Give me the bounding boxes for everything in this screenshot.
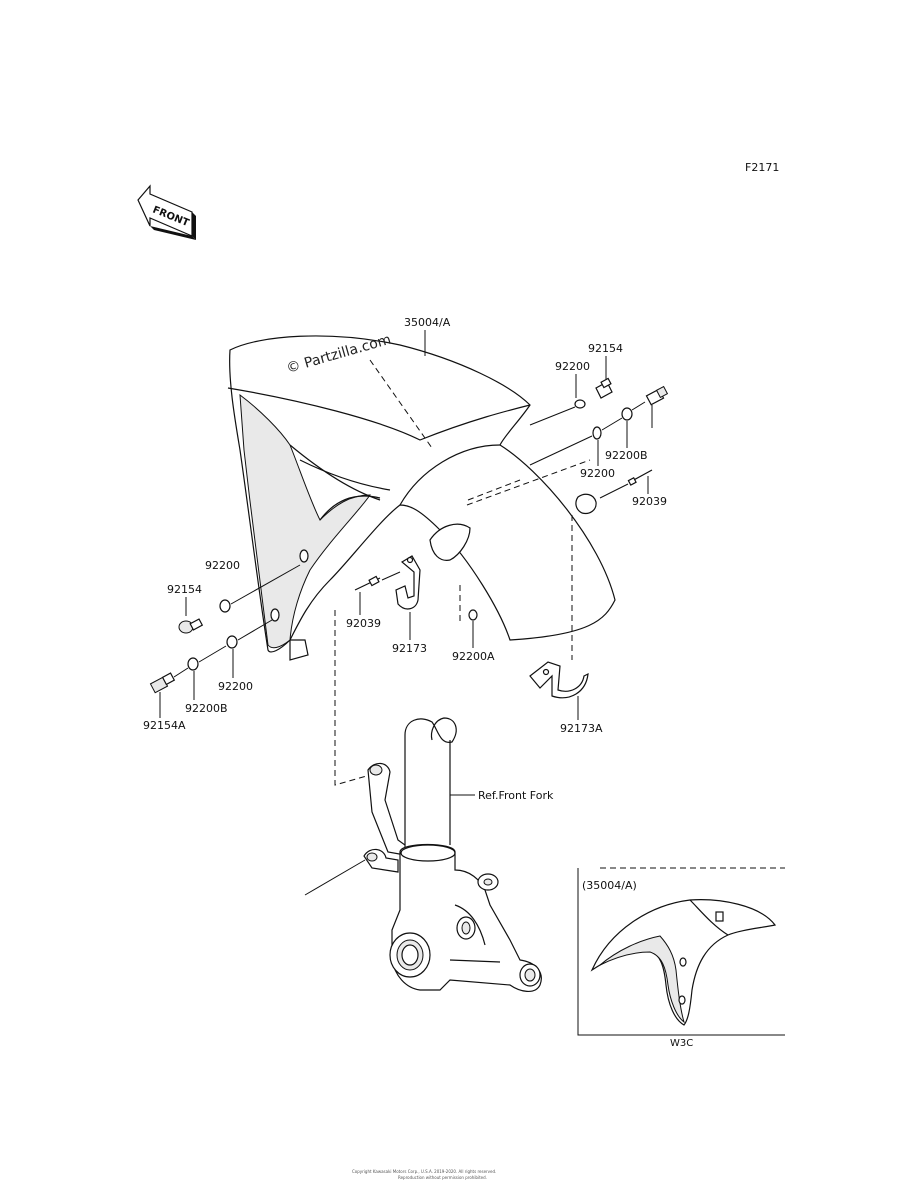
mount-hole [299, 549, 309, 563]
label-clip-left: 92039 [346, 617, 381, 630]
front-fork [304, 717, 542, 992]
label-fender: 35004/A [404, 316, 451, 329]
clamp-92173 [395, 555, 421, 610]
washer-92200-left-lower [226, 635, 238, 649]
washer-92200-top [574, 399, 586, 409]
label-washer-left-top: 92200 [205, 559, 240, 572]
label-washer-left-lower: 92200 [218, 680, 253, 693]
label-bolt-a-left: 92154A [143, 719, 186, 732]
washer-92200a [468, 609, 478, 621]
inset-caption: W3C [670, 1038, 693, 1049]
label-washer-b-left: 92200B [185, 702, 228, 715]
washer-92200-right-lower [592, 426, 602, 440]
washer-92200b-left [187, 657, 199, 671]
label-washer-b-right: 92200B [605, 449, 648, 462]
footer-line-1: Copyright Kawasaki Motors Corp., U.S.A. … [352, 1169, 496, 1174]
label-bolt-top-right: 92154 [588, 342, 623, 355]
inset-variant-box: (35004/A) W3C [577, 867, 785, 1049]
clamp-92173a [529, 661, 589, 699]
label-clamp: 92173 [392, 642, 427, 655]
bolt-92154-left [178, 618, 204, 634]
figure-code: F2171 [745, 161, 779, 174]
mount-hole [270, 608, 280, 622]
label-washer-a: 92200A [452, 650, 495, 663]
front-fender [227, 335, 616, 661]
label-washer-right-lower: 92200 [580, 467, 615, 480]
bolt-92154a-right [645, 385, 669, 406]
front-direction-badge: FRONT [137, 184, 196, 240]
label-ref-front-fork: Ref.Front Fork [478, 789, 554, 802]
inset-title: (35004/A) [582, 879, 637, 892]
label-clamp-a: 92173A [560, 722, 603, 735]
washer-92200-left-top [219, 599, 231, 613]
bolt-92154a-left [149, 672, 176, 694]
label-bolt-left: 92154 [167, 583, 202, 596]
footer-line-2: Reproduction without permission prohibit… [398, 1175, 487, 1180]
bolt-92154-right [595, 377, 613, 399]
label-clip-right: 92039 [632, 495, 667, 508]
washer-92200b-right [621, 407, 633, 421]
label-washer-top-right: 92200 [555, 360, 590, 373]
